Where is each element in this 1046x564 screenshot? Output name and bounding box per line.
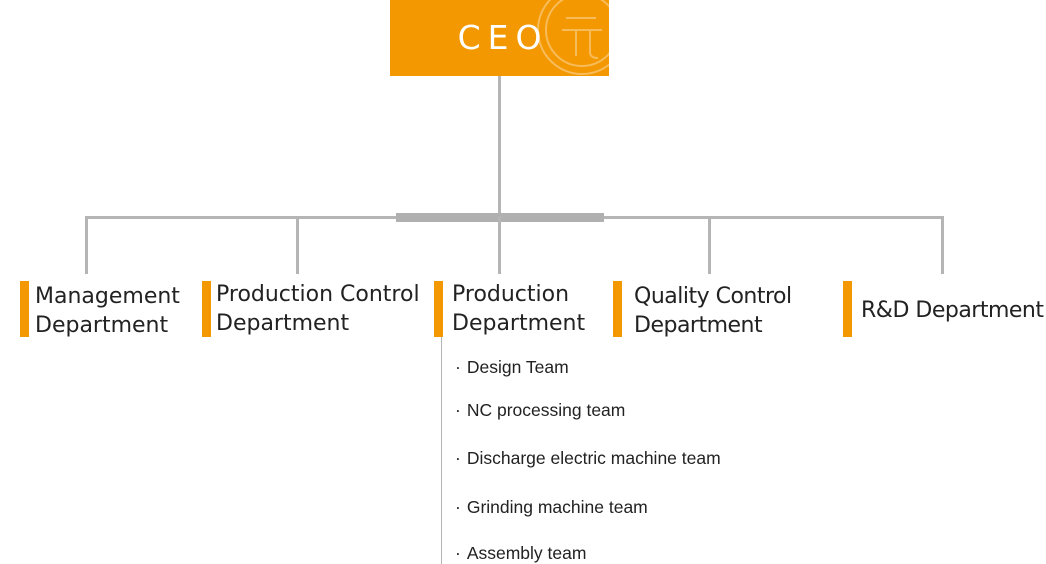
team-list-line (441, 337, 442, 564)
drop-line-production (498, 216, 501, 274)
dept-quality-control: Quality Control Department (634, 282, 792, 340)
team-item-nc-processing: ·NC processing team (455, 400, 625, 421)
dept-label-line2: Department (452, 311, 586, 336)
dept-label-line1: Quality Control (634, 284, 792, 309)
bullet: · (455, 497, 461, 517)
ceo-box: CEO (390, 0, 609, 76)
bullet: · (455, 400, 461, 420)
dept-production-control: Production Control Department (216, 280, 420, 338)
dept-marker (434, 281, 443, 337)
dept-marker (20, 281, 29, 337)
ceo-connector-line (498, 76, 501, 218)
team-item-discharge: ·Discharge electric machine team (455, 448, 721, 469)
ceo-label: CEO (457, 18, 549, 57)
dept-marker (202, 281, 211, 337)
team-label: NC processing team (466, 400, 626, 420)
dept-label-line2: Department (634, 313, 763, 338)
team-label: Design Team (466, 357, 569, 377)
drop-line-rnd (941, 216, 944, 274)
team-item-grinding: ·Grinding machine team (455, 497, 648, 518)
bullet: · (455, 357, 461, 377)
drop-line-quality-control (708, 216, 711, 274)
drop-line-management (85, 216, 88, 274)
team-label: Discharge electric machine team (466, 448, 721, 468)
dept-rnd: R&D Department (861, 296, 1044, 325)
dept-label-line1: Production Control (216, 282, 420, 307)
dept-marker (843, 281, 852, 337)
bullet: · (455, 543, 461, 563)
dept-label-line1: R&D Department (861, 298, 1044, 323)
dept-management: Management Department (35, 282, 180, 340)
ceo-emblem-icon (537, 0, 609, 75)
dept-label-line2: Department (35, 313, 169, 338)
dept-production: Production Department (452, 280, 585, 338)
team-item-assembly: ·Assembly team (455, 543, 586, 564)
dept-marker (613, 281, 622, 337)
team-label: Assembly team (466, 543, 587, 563)
dept-label-line2: Department (216, 311, 350, 336)
team-label: Grinding machine team (466, 497, 648, 517)
dept-label-line1: Production (452, 282, 570, 307)
team-item-design: ·Design Team (455, 357, 569, 378)
drop-line-production-control (296, 216, 299, 274)
dept-label-line1: Management (35, 284, 180, 309)
bullet: · (455, 448, 461, 468)
